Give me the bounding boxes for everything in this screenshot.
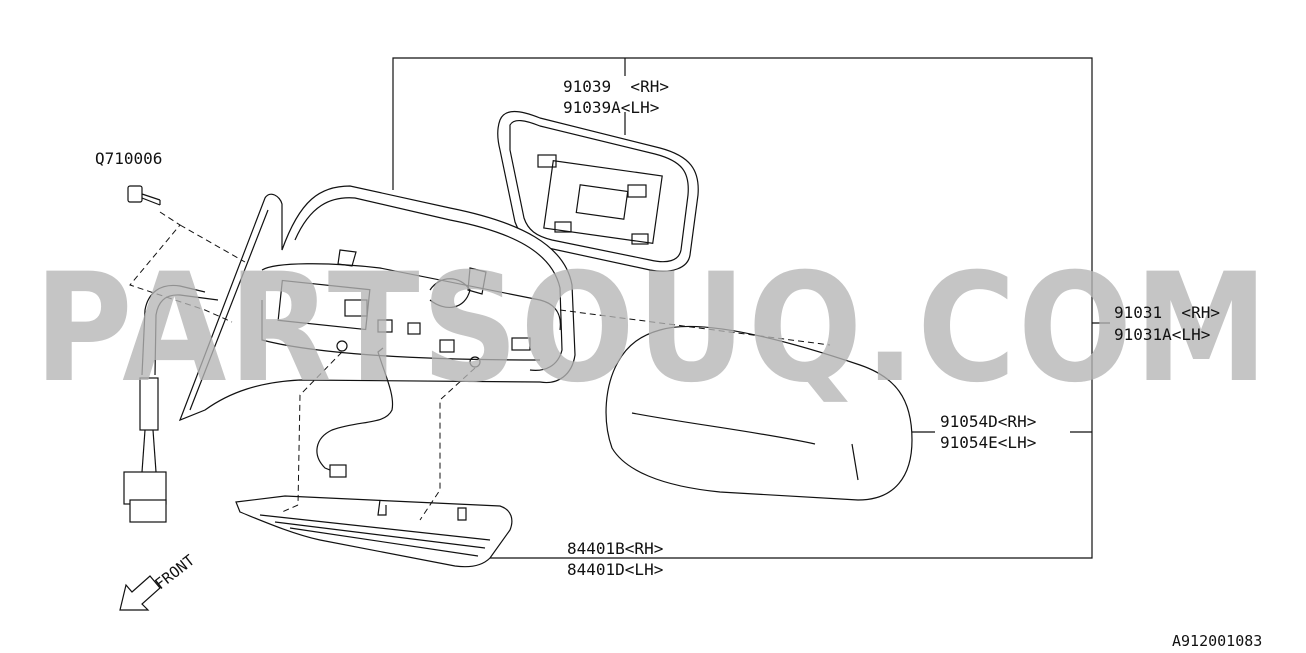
turn-signal-lamp-drawing xyxy=(235,495,513,568)
callout-mirror-cover-rh[interactable]: 91054D<RH> xyxy=(940,412,1036,431)
callout-screw[interactable]: Q710006 xyxy=(95,149,162,168)
callout-turn-signal-lamp-lh[interactable]: 84401D<LH> xyxy=(567,560,663,579)
callout-mirror-assembly-lh[interactable]: 91031A<LH> xyxy=(1114,325,1210,344)
screw-drawing xyxy=(127,185,161,206)
mirror-housing-drawing xyxy=(178,185,576,422)
front-label: FRONT xyxy=(151,551,198,593)
callout-mirror-assembly-rh[interactable]: 91031 <RH> xyxy=(1114,303,1220,322)
mirror-glass-drawing xyxy=(497,110,699,272)
watermark: PARTSOUQ.COM xyxy=(34,242,1270,416)
callout-mirror-glass-lh[interactable]: 91039A<LH> xyxy=(563,98,659,117)
assembly-guide-lines xyxy=(129,211,831,521)
diagram-code: A912001083 xyxy=(1172,632,1262,650)
callout-mirror-glass-rh[interactable]: 91039 <RH> xyxy=(563,77,669,96)
callout-mirror-cover-lh[interactable]: 91054E<LH> xyxy=(940,433,1036,452)
callout-turn-signal-lamp-rh[interactable]: 84401B<RH> xyxy=(567,539,663,558)
front-direction-arrow: FRONT xyxy=(119,551,198,611)
wire-harness-drawing xyxy=(123,284,394,523)
mirror-cover-drawing xyxy=(605,325,913,501)
